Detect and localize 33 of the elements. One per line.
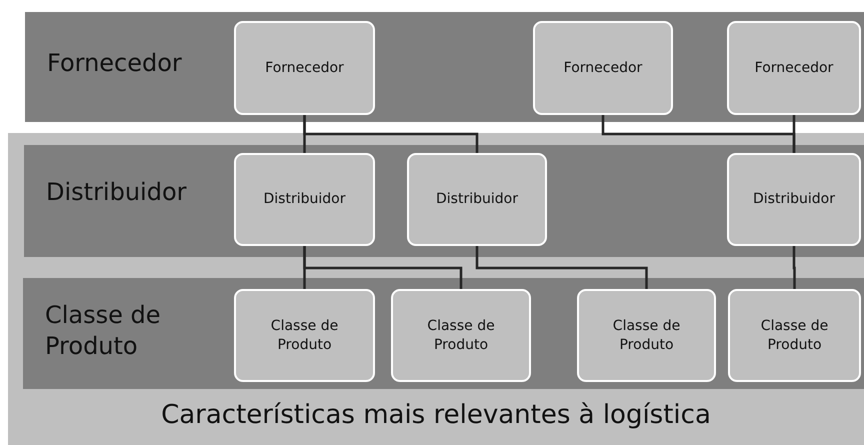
process-box [234,21,375,115]
background-panel [8,133,864,445]
swimlane-band [24,145,864,257]
lane-label: Distribuidor [46,177,188,208]
process-box [727,153,861,246]
box-label: Fornecedor [754,58,834,78]
process-box [533,21,673,115]
box-label: Classe de Produto [270,317,340,354]
connector-line [303,115,478,153]
box-label: Distribuidor [262,190,346,209]
lane-label: Classe de Produto [45,300,162,362]
process-box [577,289,716,382]
swimlane-band [25,12,864,122]
process-box [727,21,861,115]
box-label: Distribuidor [435,190,519,209]
box-label: Distribuidor [752,190,836,209]
process-box [391,289,531,382]
swimlane-band [23,278,864,389]
box-label: Fornecedor [562,58,644,78]
connector-line [792,115,796,153]
lane-label: Fornecedor [47,48,183,79]
process-box [234,153,375,246]
connector-line [303,246,462,289]
box-label: Classe de Produto [426,317,496,354]
process-box [407,153,547,246]
box-label: Classe de Produto [612,317,682,354]
panel-caption: Características mais relevantes à logística [160,399,712,432]
connector-line [476,246,648,289]
process-box [728,289,861,382]
connector-line [792,246,796,289]
process-box [234,289,375,382]
box-label: Classe de Produto [760,317,830,354]
box-label: Fornecedor [264,58,345,78]
